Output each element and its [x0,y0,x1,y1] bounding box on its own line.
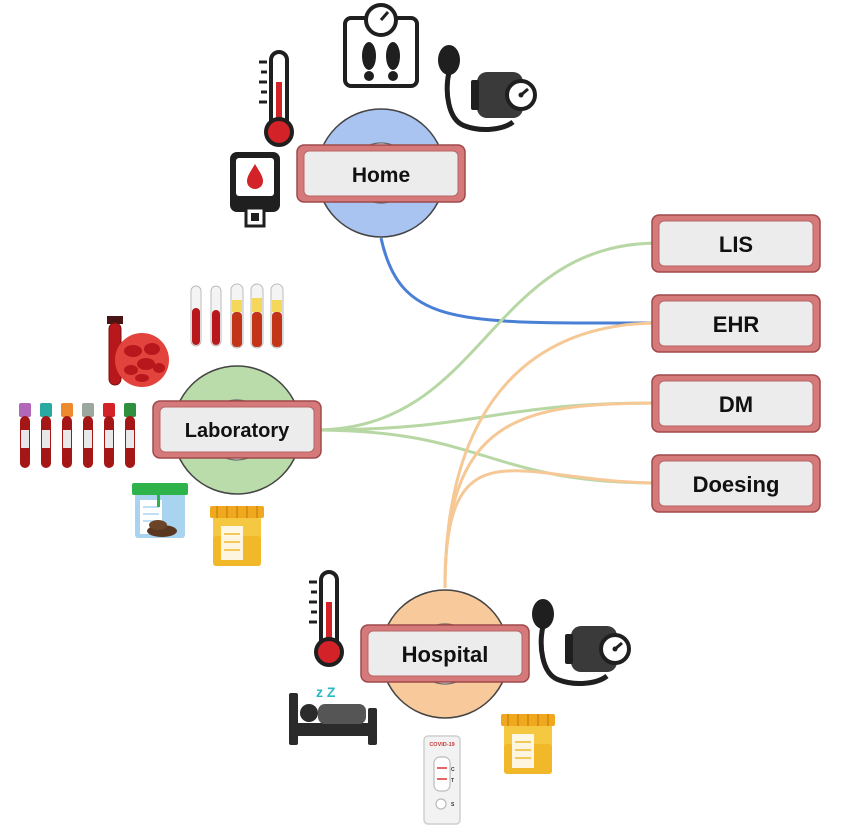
sleep-z-text: z Z [316,684,336,700]
system-lis-box [658,220,814,267]
covid-test-icon: COVID-19 C T S [423,735,461,825]
hub-hospital-box[interactable] [367,630,523,677]
stool-container-icon [132,483,188,538]
thermometer-icon [257,50,294,147]
blood-pressure-monitor-icon [438,45,535,129]
blood-tubes-icon [190,283,284,349]
system-dm[interactable]: DM [651,374,821,433]
system-lis[interactable]: LIS [651,214,821,273]
hub-home-label: Home [352,164,410,187]
bathroom-scale-icon [343,3,419,88]
covid-test-s: S [451,802,455,808]
connection-home-ehr [379,237,660,325]
hub-hospital: Hospital [360,589,530,719]
covid-test-title: COVID-19 [429,742,454,748]
hub-home: Home [296,108,466,238]
urine-container-icon [500,713,556,775]
hub-laboratory-box[interactable] [159,406,315,453]
blood-pressure-monitor-icon [532,599,629,683]
hospital-bed-icon: z Z [289,684,377,745]
hub-home-box[interactable] [303,150,459,197]
glucose-meter-icon [230,152,280,228]
vacutainer-tubes-icon [19,403,136,468]
connection-hospital-doesing [443,469,660,589]
connection-laboratory-lis [313,241,660,432]
connection-laboratory-dm [313,401,660,432]
connection-lines [313,237,660,589]
covid-test-t: T [451,778,454,784]
system-dm-label: DM [719,392,753,417]
system-ehr-box [658,300,814,347]
system-doesing-label: Doesing [693,472,780,497]
hub-hospital-label: Hospital [402,642,489,667]
system-dm-box [658,380,814,427]
system-lis-label: LIS [719,232,753,257]
system-doesing[interactable]: Doesing [651,454,821,513]
system-doesing-box [658,460,814,507]
thermometer-icon [307,570,344,667]
hub-laboratory: Laboratory [152,365,322,495]
hub-laboratory-label: Laboratory [185,420,290,442]
system-ehr-label: EHR [713,312,760,337]
system-ehr[interactable]: EHR [651,294,821,353]
urine-container-icon [209,505,265,567]
connection-hospital-dm [443,401,660,589]
covid-test-c: C [451,767,455,773]
blood-cells-icon [107,316,169,387]
